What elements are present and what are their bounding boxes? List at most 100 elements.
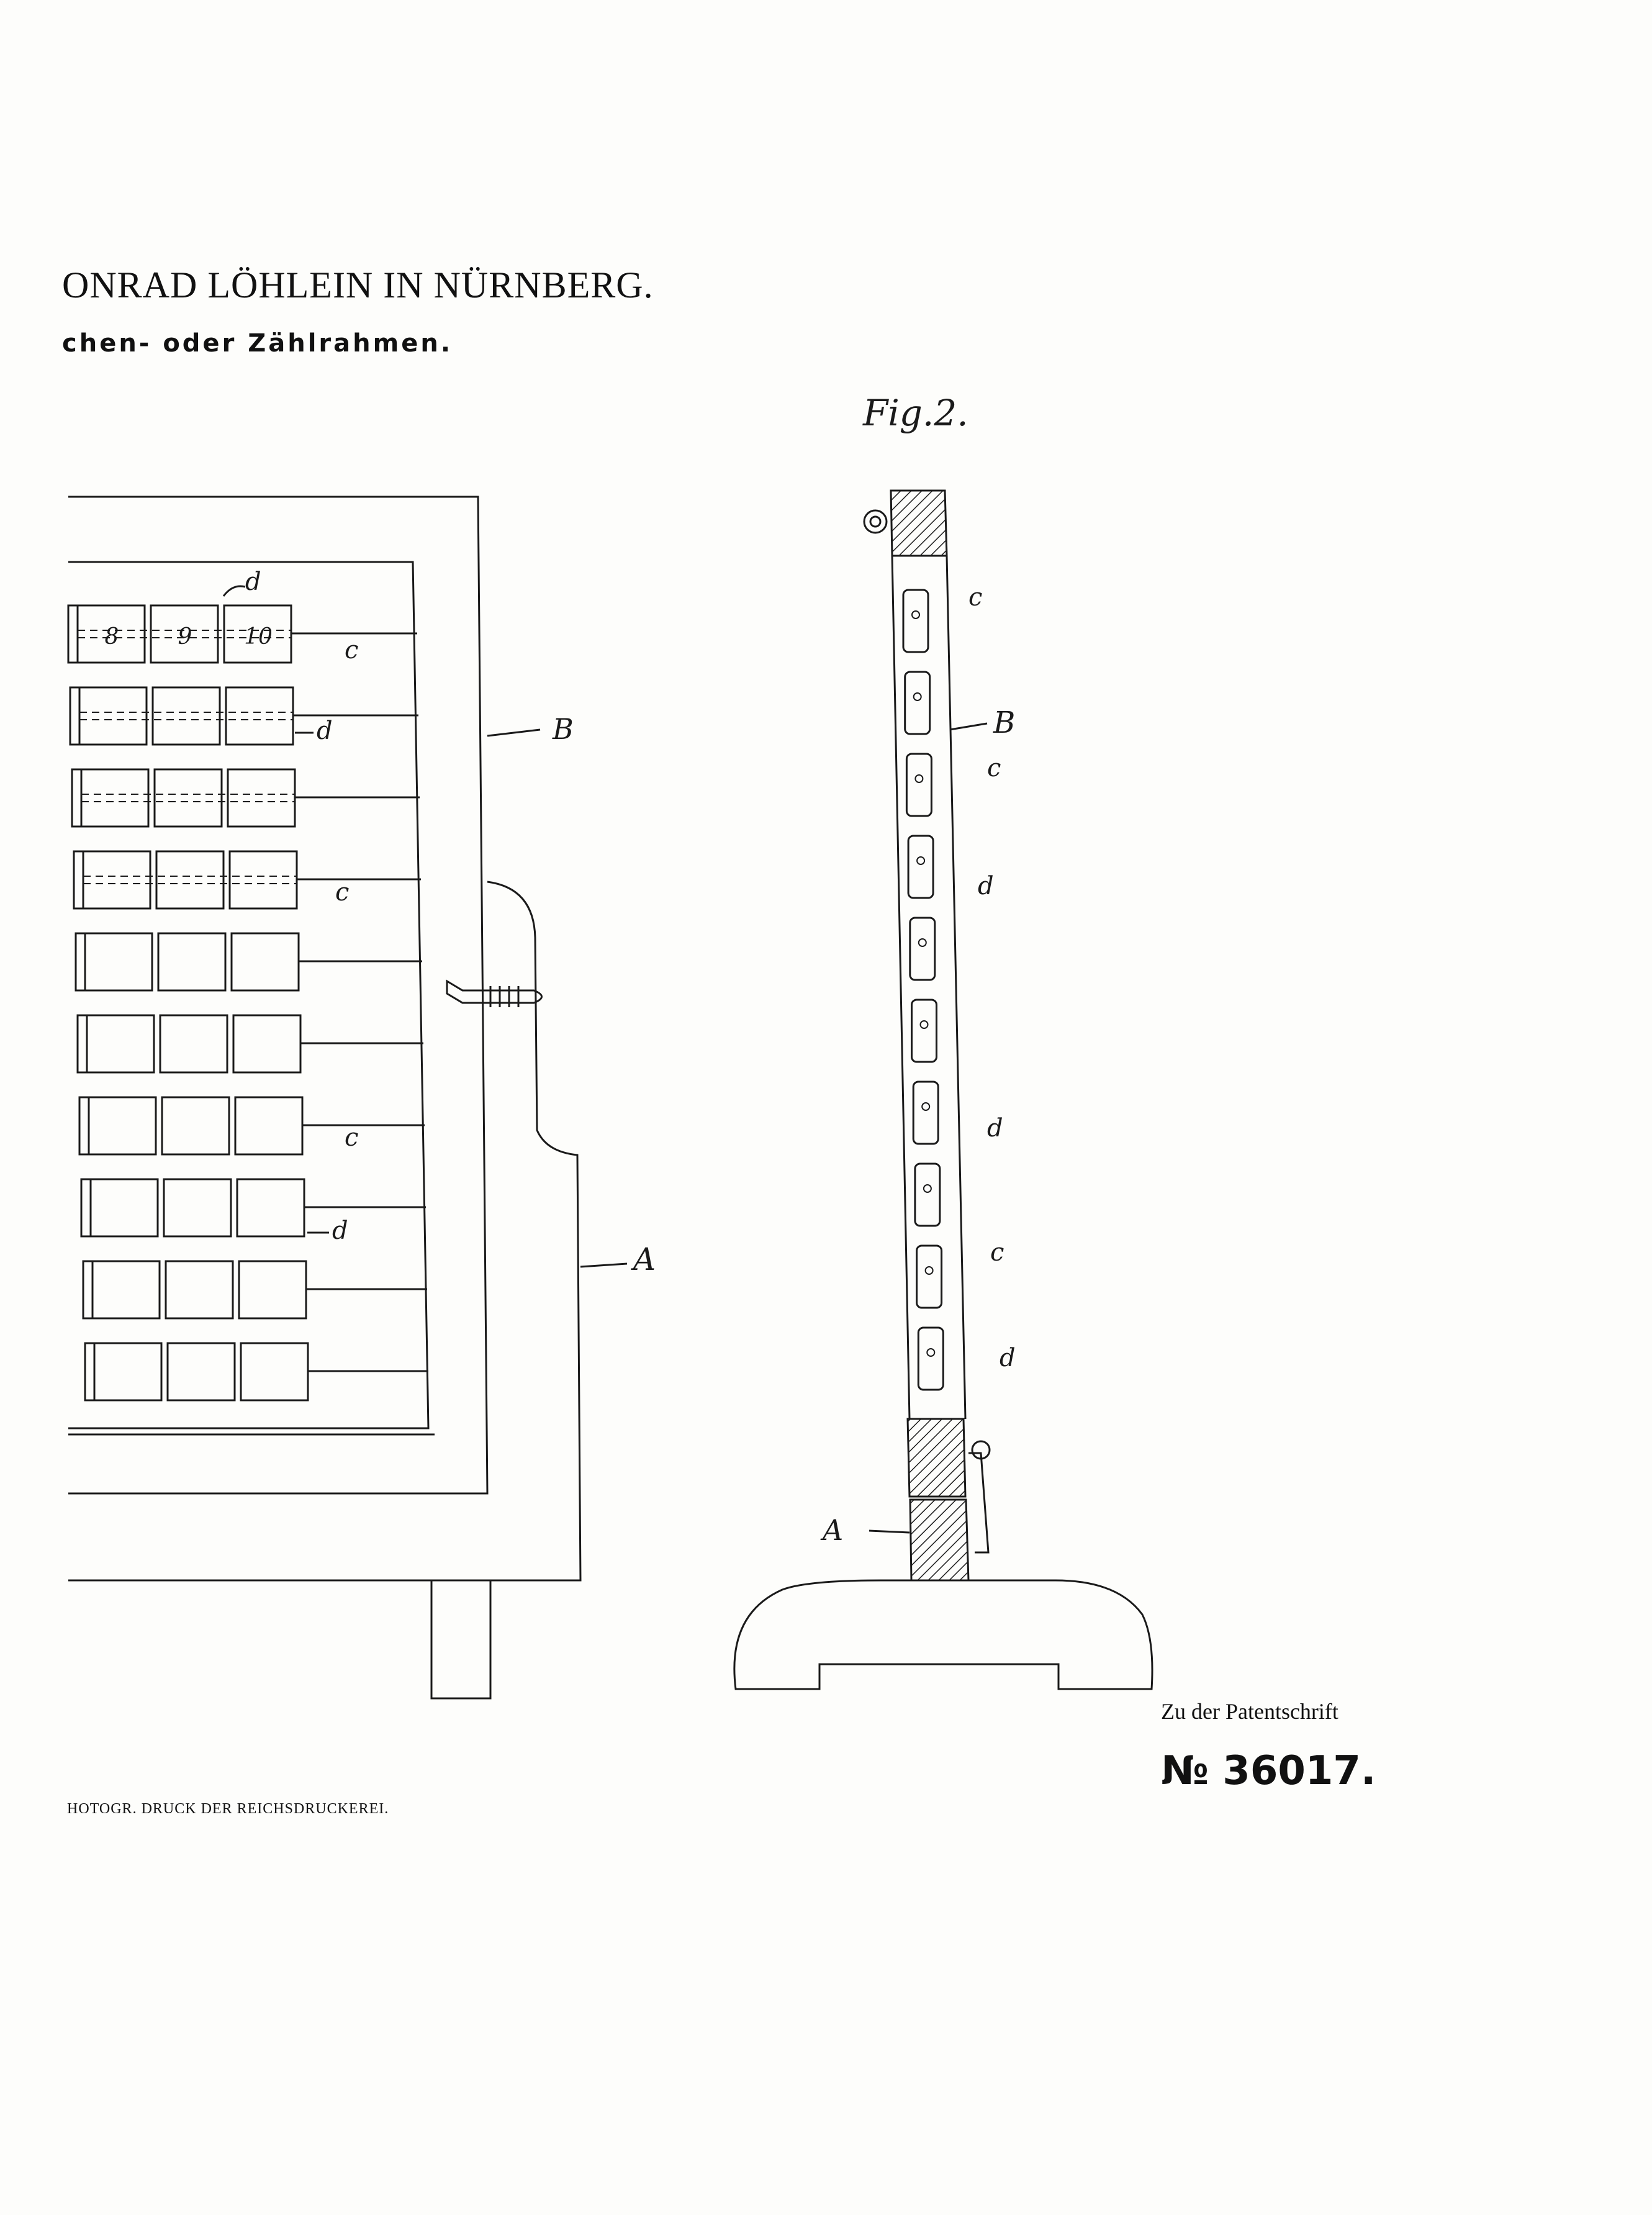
label-a-fig1: A bbox=[631, 1241, 656, 1277]
bead bbox=[69, 686, 81, 746]
bead bbox=[157, 932, 227, 992]
bead-slot bbox=[909, 917, 936, 981]
bead bbox=[88, 1096, 157, 1156]
bead-number: 9 bbox=[178, 624, 192, 650]
bead bbox=[74, 932, 86, 992]
bead bbox=[71, 768, 83, 828]
fig1-labels: d c d B c c d A bbox=[222, 568, 656, 1277]
bead bbox=[86, 1014, 155, 1074]
label-c-1: c bbox=[345, 636, 358, 664]
bead-slot bbox=[912, 1080, 939, 1145]
bead bbox=[80, 1178, 92, 1238]
bead bbox=[228, 850, 298, 910]
bead bbox=[230, 932, 300, 992]
fig2-leader-a bbox=[869, 1529, 910, 1534]
bead bbox=[82, 850, 151, 910]
bead bbox=[76, 1014, 88, 1074]
bead-slot bbox=[905, 753, 932, 817]
bead-slot bbox=[917, 1326, 944, 1391]
frame-screw bbox=[446, 979, 543, 1004]
bead bbox=[80, 768, 150, 828]
patent-header-subtitle: chen- oder Zählrahmen. bbox=[62, 329, 453, 358]
bead bbox=[84, 1342, 96, 1402]
bead bbox=[91, 1260, 161, 1320]
bead bbox=[78, 1096, 90, 1156]
fig2-label-d-2: d bbox=[987, 1114, 1003, 1143]
fig2-label-c-2: c bbox=[987, 754, 1001, 782]
fig2-label-d-3: d bbox=[1000, 1344, 1016, 1372]
bead bbox=[78, 686, 148, 746]
screw-thread bbox=[489, 986, 520, 1007]
fig2-label-c-1: c bbox=[968, 583, 982, 612]
bead-slots bbox=[902, 589, 944, 1391]
clamp-bracket bbox=[968, 1452, 990, 1554]
patent-header-title: ONRAD LÖHLEIN IN NÜRNBERG. bbox=[62, 265, 654, 306]
bead-slot bbox=[914, 1162, 941, 1227]
fig2-leader-b bbox=[949, 722, 988, 731]
rod-hole bbox=[921, 1102, 931, 1111]
bead bbox=[225, 686, 294, 746]
bead bbox=[234, 1096, 304, 1156]
bead bbox=[223, 604, 292, 664]
fig2-label-c-3: c bbox=[990, 1238, 1004, 1267]
top-eye-ring bbox=[863, 509, 888, 534]
label-b: B bbox=[552, 712, 574, 746]
fig2-labels: c B c d d c d A bbox=[820, 583, 1016, 1547]
bead bbox=[161, 1096, 230, 1156]
fig2-caption: Fig.2. bbox=[862, 392, 968, 434]
rod-hole bbox=[914, 774, 924, 783]
bead-slot bbox=[904, 671, 931, 735]
bead bbox=[67, 604, 79, 664]
label-c-3: c bbox=[345, 1123, 358, 1152]
stand-foot bbox=[733, 1579, 1153, 1690]
label-d-2: d bbox=[317, 717, 333, 745]
leader-a-fig1 bbox=[580, 1262, 628, 1268]
rod-hole bbox=[919, 1020, 929, 1029]
fig2-label-d-1: d bbox=[978, 872, 994, 900]
lower-eye-ring bbox=[971, 1440, 991, 1460]
rod-hole bbox=[913, 692, 922, 701]
bead-slot bbox=[916, 1244, 943, 1309]
bead-number: 8 bbox=[105, 624, 119, 650]
top-block-hatched bbox=[890, 489, 948, 557]
stand-a bbox=[68, 881, 582, 1582]
bead bbox=[84, 932, 153, 992]
bead bbox=[227, 768, 296, 828]
bead-slot bbox=[911, 999, 937, 1063]
outer-frame-b bbox=[68, 496, 489, 1495]
fig2-label-b: B bbox=[993, 705, 1015, 740]
rod-hole bbox=[924, 1266, 934, 1275]
leader-d-top bbox=[222, 585, 246, 597]
label-c-2: c bbox=[335, 878, 349, 907]
bead bbox=[155, 850, 225, 910]
base-block-hatched bbox=[909, 1498, 970, 1582]
bead bbox=[163, 1178, 232, 1238]
top-eye-ring-inner bbox=[869, 515, 882, 528]
inner-opening bbox=[68, 561, 430, 1429]
rod-hole bbox=[923, 1184, 932, 1193]
side-rail bbox=[891, 555, 967, 1420]
rod-hole bbox=[916, 856, 926, 865]
bead bbox=[153, 768, 223, 828]
bead bbox=[240, 1342, 309, 1402]
bead bbox=[236, 1178, 305, 1238]
bead bbox=[76, 604, 146, 664]
label-d-top: d bbox=[245, 568, 261, 596]
bead bbox=[93, 1342, 163, 1402]
foot-post bbox=[430, 1580, 492, 1700]
patent-number: № 36017. bbox=[1161, 1748, 1376, 1794]
leader-b bbox=[487, 728, 541, 737]
bead bbox=[165, 1260, 234, 1320]
lower-block-hatched bbox=[906, 1418, 967, 1498]
printer-imprint: HOTOGR. DRUCK DER REICHSDRUCKEREI. bbox=[67, 1801, 389, 1817]
bead bbox=[166, 1342, 236, 1402]
bead-slot bbox=[902, 589, 929, 653]
bead bbox=[82, 1260, 94, 1320]
label-d-3: d bbox=[332, 1216, 348, 1245]
bead bbox=[150, 604, 219, 664]
fig2-label-a: A bbox=[820, 1513, 843, 1547]
